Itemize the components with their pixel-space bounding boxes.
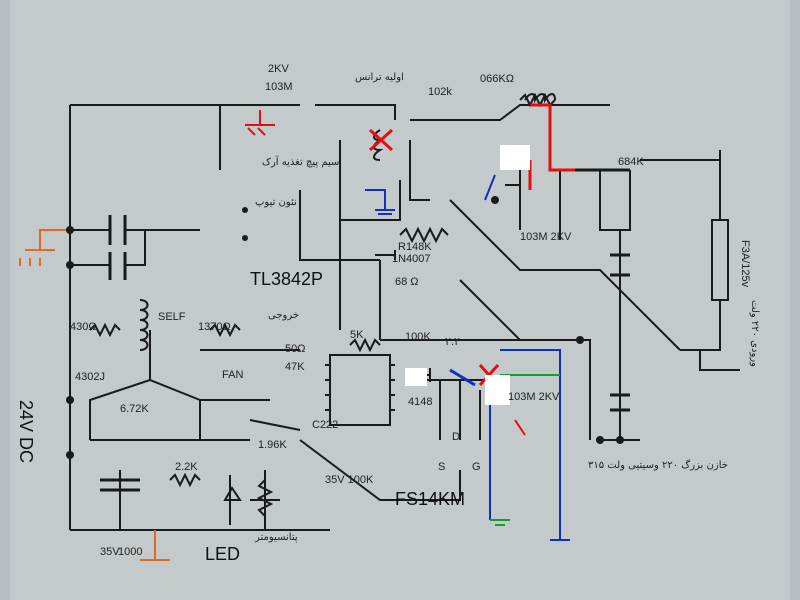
label-res-684k: 684K bbox=[618, 156, 644, 168]
label-res-top-right: 066KΩ bbox=[480, 73, 514, 85]
label-ic-name: TL3842P bbox=[250, 269, 323, 289]
red-cross-top bbox=[368, 128, 394, 152]
label-fan: FAN bbox=[222, 369, 243, 381]
label-cap-102k: 102k bbox=[428, 86, 452, 98]
label-self-coil: SELF bbox=[158, 311, 186, 323]
label-res-500: 50Ω bbox=[285, 343, 305, 355]
label-cap-103m-mid: 103M 2KV bbox=[520, 231, 572, 243]
label-fuse: F3A/125v bbox=[739, 240, 751, 288]
label-high-voltage: سیم پیچ تغذیه آرک bbox=[262, 155, 339, 168]
label-cap-103m-low: 103M 2KV bbox=[508, 391, 560, 403]
label-res-148k: R148K bbox=[398, 241, 432, 253]
label-side-text: ورودی ۲۲۰ ولت bbox=[749, 300, 760, 367]
ground-green bbox=[490, 519, 510, 526]
ground-symbols-orange bbox=[19, 229, 170, 561]
label-mosfet: FS14KM bbox=[395, 489, 465, 509]
wiring bbox=[69, 92, 740, 531]
label-res-196k: 1.96K bbox=[258, 439, 287, 451]
label-cap-35v-100k: 35V 100K bbox=[325, 474, 374, 486]
label-res-47k: 47K bbox=[285, 361, 305, 373]
label-res-672k: 6.72K bbox=[120, 403, 149, 415]
label-res-1370: 1370Ω bbox=[198, 321, 231, 333]
label-cap-c222: C222 bbox=[312, 419, 338, 431]
label-neon: نئون تیوپ bbox=[255, 197, 297, 208]
white-patch-3 bbox=[485, 375, 510, 405]
label-res-430: 430Ω bbox=[70, 321, 97, 333]
label-output-cap: خازن بزرگ ۲۲۰ وسیتیی ولت ۳۱۵ bbox=[588, 458, 728, 471]
blue-wires bbox=[365, 174, 561, 530]
label-oweh-trans: اولیه ترانس bbox=[355, 72, 404, 83]
label-supply-24v: 24V DC bbox=[16, 400, 36, 463]
label-pin-d: D bbox=[452, 431, 460, 443]
label-pin-s: S bbox=[438, 461, 445, 473]
labels: 2KV 103M اولیه ترانس 102k 066KΩ 684K F3A… bbox=[16, 63, 760, 564]
white-patch-2 bbox=[405, 368, 427, 386]
label-res-5k: 5K bbox=[350, 329, 364, 341]
junction-dots bbox=[66, 196, 624, 459]
label-res-4302: 4302J bbox=[75, 371, 105, 383]
label-sw: خروجی bbox=[268, 310, 299, 321]
label-mark-22: ۲.۲ bbox=[445, 336, 460, 348]
label-res-68: 68 Ω bbox=[395, 276, 419, 288]
label-diode-4148: 4148 bbox=[408, 396, 432, 408]
ground-top bbox=[245, 110, 275, 136]
label-pin-g: G bbox=[472, 461, 481, 473]
label-potentiometer: پتانسیومتر bbox=[254, 532, 298, 543]
white-patch-1 bbox=[500, 145, 530, 170]
label-res-100k: 100K bbox=[405, 331, 431, 343]
label-cap-103m-top: 103M bbox=[265, 81, 293, 93]
paper-sheet bbox=[10, 0, 790, 600]
ground-blue bbox=[375, 200, 570, 541]
label-diode-1n4007: 1N4007 bbox=[392, 253, 431, 265]
label-res-22k: 2.2K bbox=[175, 461, 198, 473]
red-wire bbox=[530, 103, 575, 172]
label-cap-1000: 1000 bbox=[118, 546, 142, 558]
label-cap-2kv: 2KV bbox=[268, 63, 289, 75]
label-cap-35v-left: 35V bbox=[100, 546, 120, 558]
label-led: LED bbox=[205, 544, 240, 564]
top-wire-2 bbox=[315, 104, 396, 120]
ic-outline bbox=[329, 354, 391, 426]
